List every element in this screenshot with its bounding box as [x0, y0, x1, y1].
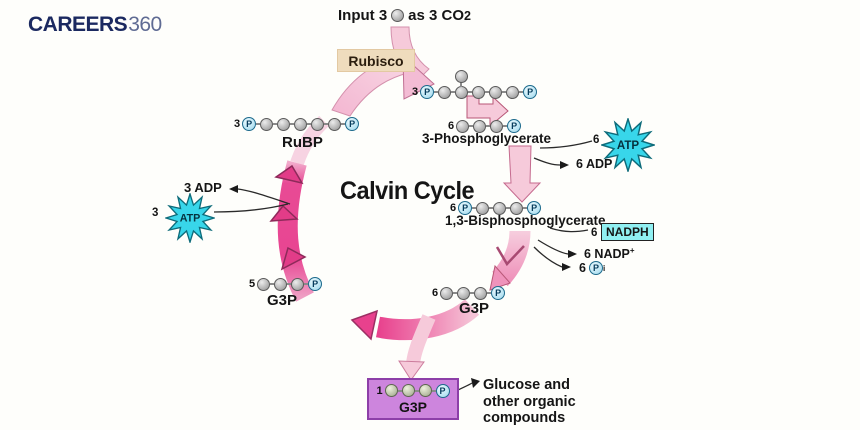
nadph-box: NADPH	[601, 223, 654, 241]
arrow-to-product	[406, 314, 436, 365]
adp-right-label: 6 ADP	[576, 157, 613, 171]
nadp-plus-sup: +	[629, 246, 635, 255]
logo-careers-text: CAREERS	[28, 13, 128, 36]
rubisco-enzyme-box: Rubisco	[337, 49, 415, 72]
rubisco-label: Rubisco	[348, 52, 404, 69]
logo-360-text: 360	[128, 13, 162, 36]
arrow-pga-to-bpga	[502, 145, 542, 203]
rubp-label: RuBP	[282, 134, 323, 151]
chevron-bpga-g3p	[495, 245, 525, 267]
glucose-note-line2: other organic	[483, 393, 576, 410]
co2-subscript: 2	[464, 8, 471, 23]
carbon-icon	[391, 9, 405, 22]
glucose-note: Glucose and other organic compounds	[483, 377, 576, 427]
pi-count: 6	[579, 261, 586, 275]
input-suffix-text: as 3 CO	[408, 7, 465, 24]
arrow-to-pga	[466, 95, 509, 128]
calvin-cycle-title: Calvin Cycle	[340, 177, 475, 205]
input-prefix-text: Input 3	[338, 7, 388, 24]
atp-right-count: 6	[593, 134, 600, 146]
adp-left-label: 3 ADP	[184, 180, 222, 195]
nadp-plus-label: 6 NADP+	[584, 246, 635, 262]
g3p-left-label: G3P	[267, 292, 298, 309]
chevron-left-3	[274, 164, 304, 185]
chevron-left-1	[280, 246, 307, 271]
glucose-note-line3: compounds	[483, 410, 566, 426]
connector-arrowheads	[229, 161, 577, 388]
atp-left-count: 3	[152, 207, 159, 219]
arrowhead-bottom-band	[350, 309, 379, 341]
arrowhead-to-product	[398, 360, 425, 381]
atp-right-label: ATP	[617, 140, 640, 152]
careers360-logo[interactable]: CAREERS360	[28, 13, 162, 37]
nadph-count: 6	[591, 227, 598, 239]
pi-subscript: i	[602, 263, 606, 273]
atp-left-label: ATP	[180, 213, 201, 225]
g3p-right-label: G3P	[459, 300, 490, 317]
3pga-label: 3-Phosphoglycerate	[422, 131, 552, 146]
13bpga-label: 1,3-Bisphosphoglycerate	[445, 213, 606, 228]
atp-left-starburst: ATP	[165, 193, 215, 243]
glucose-note-line1: Glucose and	[483, 377, 571, 393]
chevron-left-2	[269, 204, 299, 222]
g3p-product-label: G3P	[398, 398, 427, 415]
atp-right-starburst: ATP	[601, 118, 655, 172]
phosphate-icon: P	[588, 261, 603, 275]
connector-lines	[213, 140, 593, 392]
